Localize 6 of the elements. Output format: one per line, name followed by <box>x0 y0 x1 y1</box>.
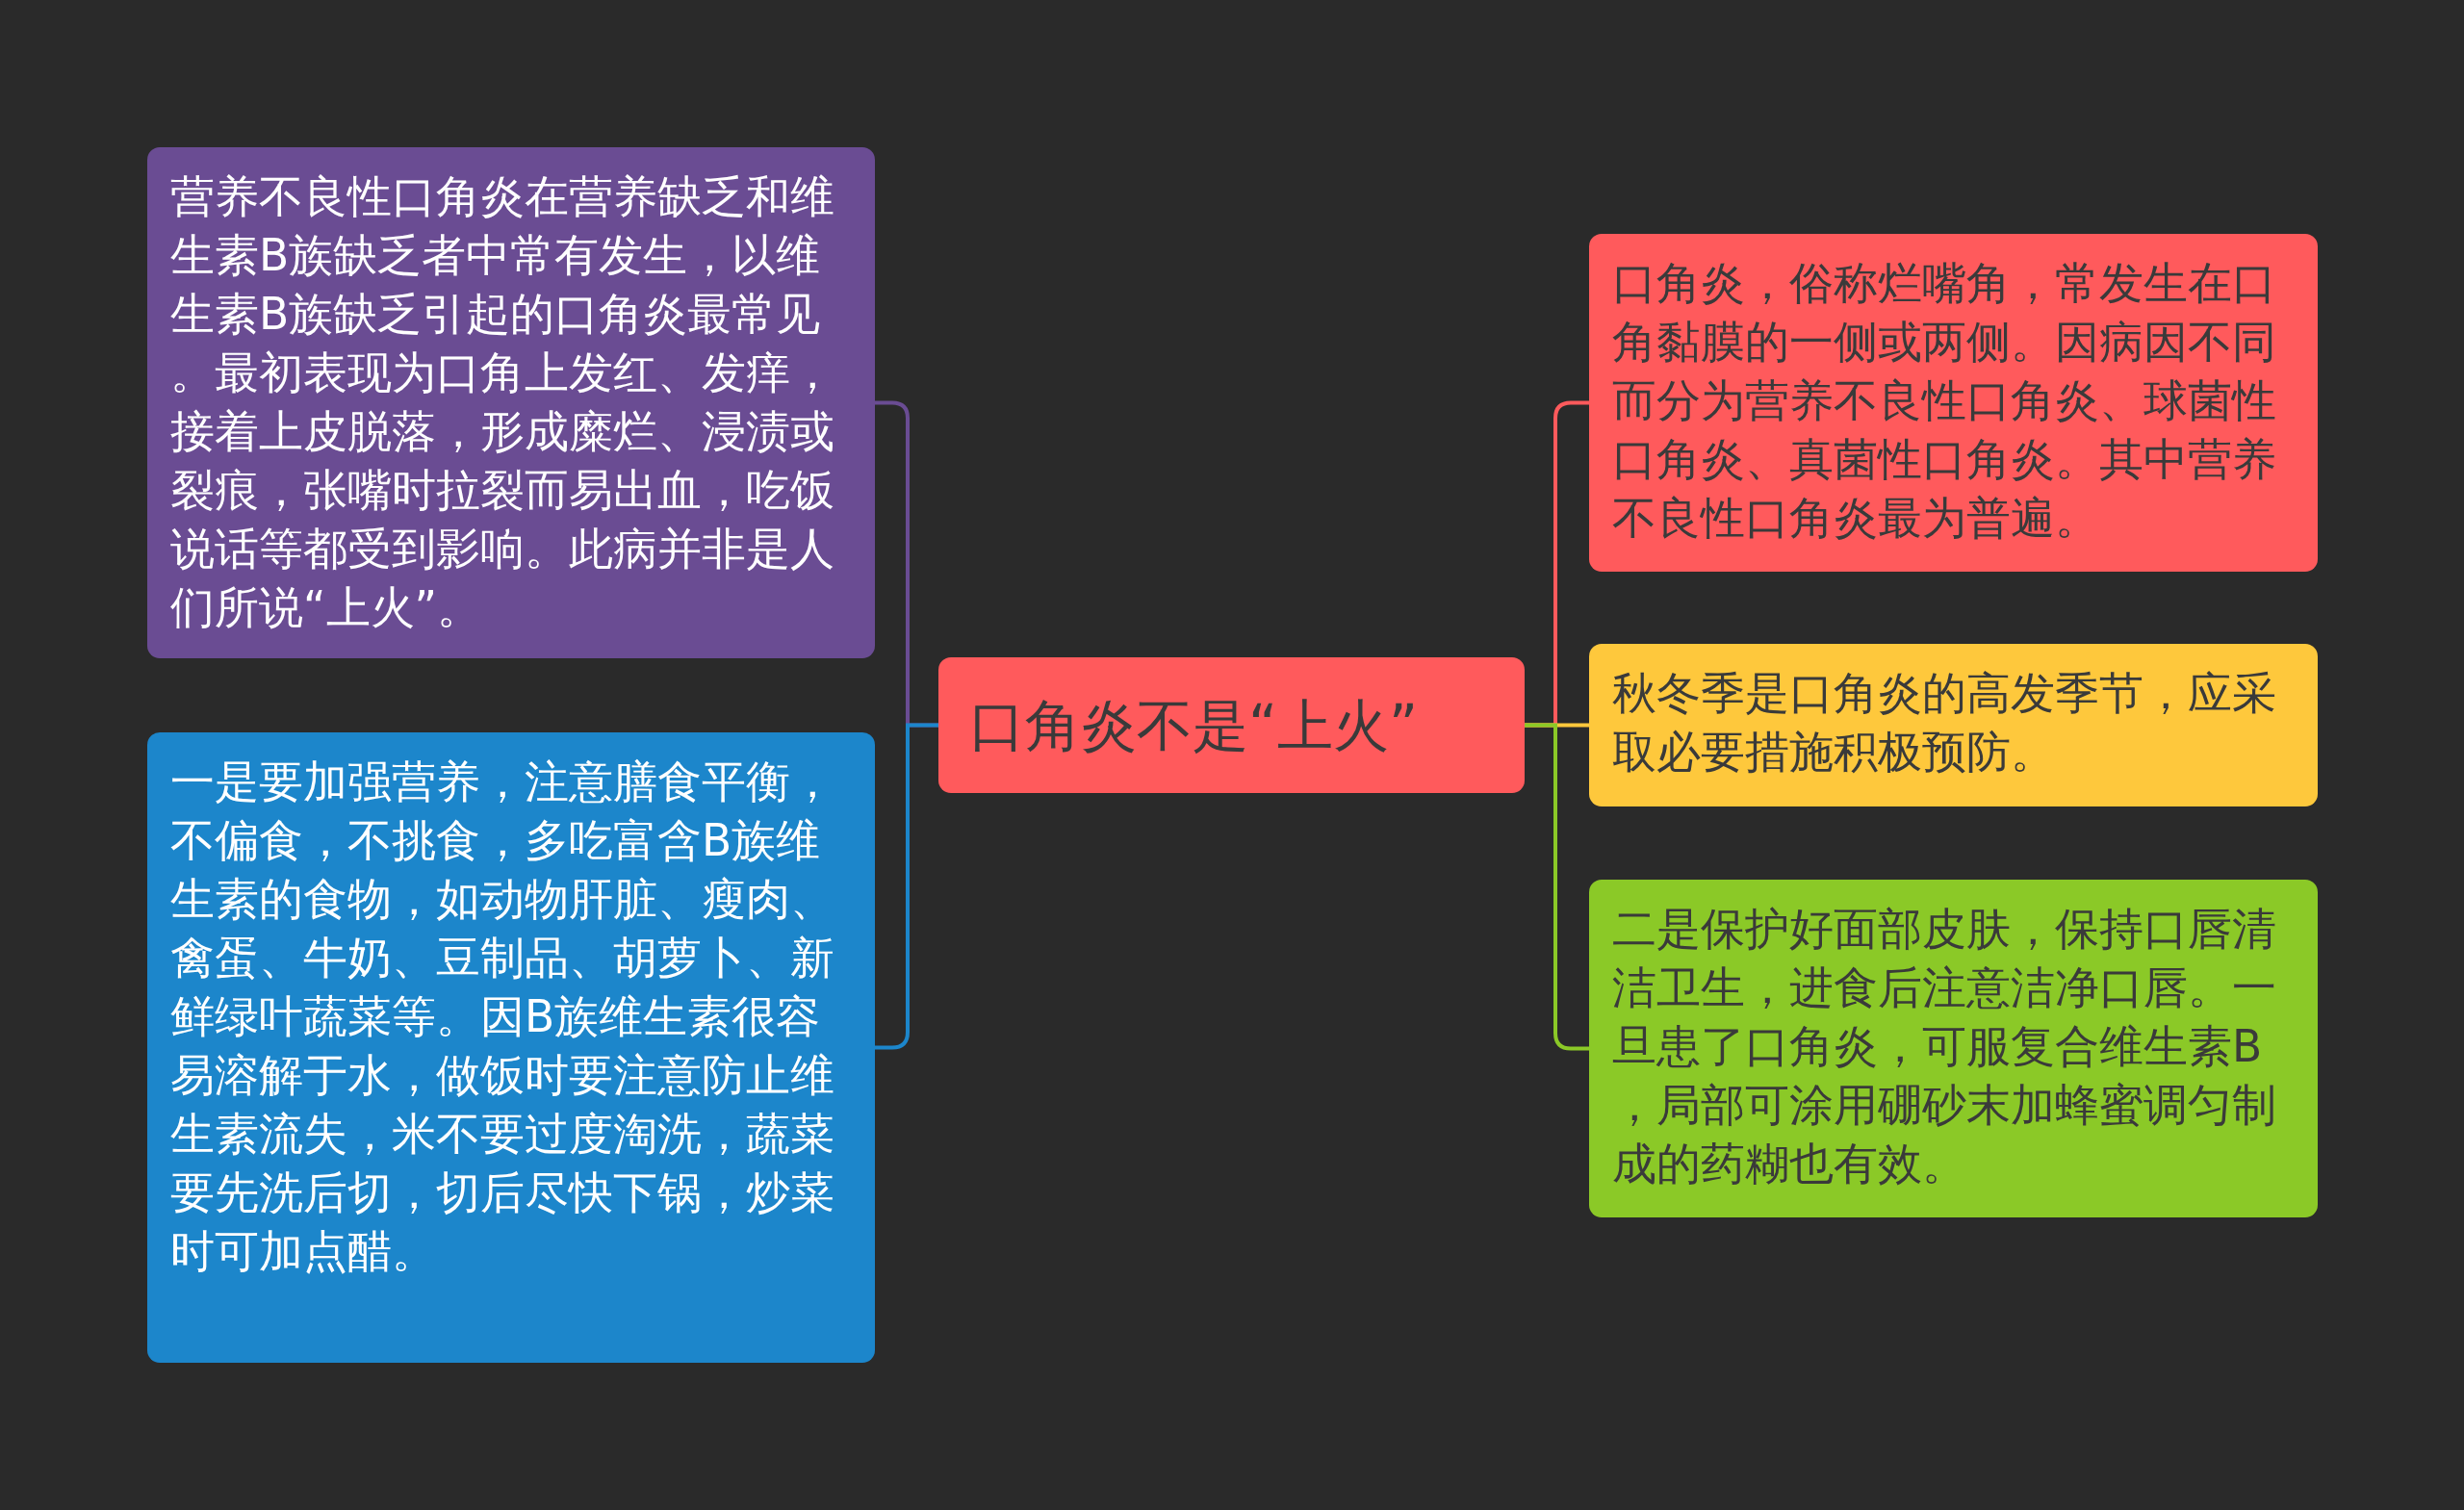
topic-box: 口角炎，俗称烂嘴角，常发生在口角黏膜的一侧或两侧。因病因不同而分为营养不良性口角炎、球菌性口角炎、真菌性口角炎。其中营养不良性口角炎最为普遍。 <box>1589 234 2318 572</box>
topic-box: 二是保护好面部皮肤，保持口唇清洁卫生，进食后注意洁净口唇。一旦患了口角炎，可服复合维生素B，局部可涂用硼砂末加蜂蜜调匀制成的药糊也有效。 <box>1589 880 2318 1217</box>
topic-box: 秋冬季是口角炎的高发季节，应采取必要措施积极预防。 <box>1589 644 2318 806</box>
topic-box: 一是要加强营养，注意膳食平衡，不偏食，不挑食，多吃富含B族维生素的食物，如动物肝脏、瘦肉、禽蛋、牛奶、豆制品、胡萝卜、新鲜绿叶蔬菜等。因B族维生素很容易溶解于水，做饭时要注意防止维生素流失，米不要过度淘洗，蔬菜要先洗后切，切后尽快下锅，炒菜时可加点醋。 <box>147 732 875 1363</box>
central-topic-box: 口角炎不是“上火” <box>938 657 1525 793</box>
topic-box: 营养不良性口角炎在营养缺乏和维生素B族缺乏者中常有发生，以维生素B族缺乏引起的口角炎最常见。最初表现为口角上发红、发痒，接着上皮脱落，形成糜烂、浸渍或裂痕，张嘴时拉裂而易出血，吃饭说话等都受到影响。此病并非是人们所说“上火”。 <box>147 147 875 658</box>
